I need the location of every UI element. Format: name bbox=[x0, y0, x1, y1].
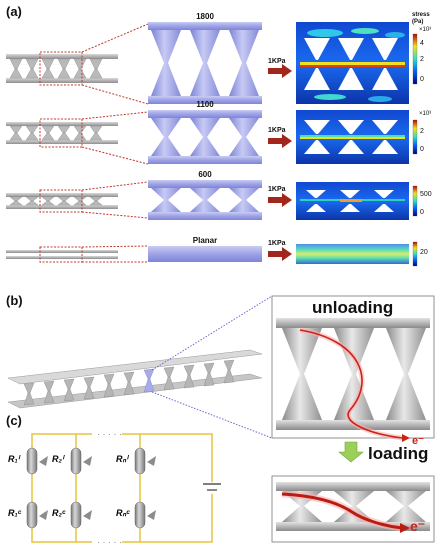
row1-stress-map bbox=[296, 22, 409, 104]
row3-geometry bbox=[148, 180, 262, 220]
panel-a-figure bbox=[6, 22, 418, 267]
unloaded-electron-label: e⁻ bbox=[412, 435, 424, 447]
resistor-label-nc: Rₙᶜ bbox=[116, 508, 130, 518]
row3-stress-map bbox=[296, 182, 409, 220]
loading-label: loading bbox=[368, 444, 429, 463]
row4-stress-map bbox=[296, 244, 409, 264]
resistor-label-2i: R₂ⁱ bbox=[52, 454, 64, 464]
row1-colorbar-exponent: ×10³ bbox=[419, 27, 432, 33]
row4-load-label: 1KPa bbox=[268, 240, 286, 247]
row3-tick-0: 500 bbox=[420, 191, 432, 198]
unloading-label: unloading bbox=[312, 298, 394, 317]
row3-colorbar bbox=[412, 185, 418, 217]
row1-thumbnail bbox=[6, 51, 118, 86]
resistor-pills bbox=[26, 447, 156, 529]
row2-colorbar-exponent: ×10³ bbox=[419, 111, 432, 117]
row1-caption: 1800 bbox=[196, 12, 214, 21]
loading-zoom bbox=[271, 475, 435, 543]
row2-geometry bbox=[148, 110, 262, 164]
row2-load-label: 1KPa bbox=[268, 127, 286, 134]
panel-label-a: (a) bbox=[6, 4, 22, 19]
row4-caption: Planar bbox=[192, 236, 218, 245]
row3-caption: 600 bbox=[198, 170, 212, 179]
row3-thumbnail bbox=[6, 189, 118, 213]
panel-label-b: (b) bbox=[6, 293, 23, 308]
row4-geometry bbox=[148, 246, 262, 262]
row1-tick-2: 0 bbox=[420, 76, 424, 83]
row4-colorbar bbox=[412, 241, 418, 267]
row1-tick-0: 4 bbox=[420, 40, 424, 47]
row3-tick-1: 0 bbox=[420, 209, 424, 216]
loaded-electron-label: e⁻ bbox=[410, 518, 426, 534]
row1-colorbar-unit: stress (Pa) bbox=[412, 12, 430, 25]
row2-tick-1: 0 bbox=[420, 146, 424, 153]
loading-arrow bbox=[338, 441, 364, 463]
row4-thumbnail bbox=[6, 246, 118, 263]
circuit bbox=[31, 433, 213, 543]
row3-load-label: 1KPa bbox=[268, 186, 286, 193]
row3-load-arrow bbox=[268, 193, 292, 207]
row4-tick-0: 20 bbox=[420, 249, 428, 256]
battery-icon bbox=[203, 482, 221, 494]
row1-load-label: 1KPa bbox=[268, 58, 286, 65]
row4-load-arrow bbox=[268, 247, 292, 261]
row2-colorbar bbox=[412, 119, 418, 155]
row2-tick-0: 2 bbox=[420, 128, 424, 135]
row1-colorbar bbox=[412, 33, 418, 85]
resistor-label-1c: R₁ᶜ bbox=[8, 508, 22, 518]
row1-load-arrow bbox=[268, 64, 292, 78]
row1-geometry bbox=[148, 22, 262, 104]
panel-b-c-figure: · · · · · · · · · · bbox=[7, 295, 435, 547]
resistor-label-2c: R₂ᶜ bbox=[52, 508, 66, 518]
row2-stress-map bbox=[296, 110, 409, 164]
resistor-label-1i: R₁ⁱ bbox=[8, 454, 20, 464]
row2-thumbnail bbox=[6, 118, 118, 148]
svg-text:· · · · ·: · · · · · bbox=[97, 429, 122, 439]
svg-text:· · · · ·: · · · · · bbox=[97, 537, 122, 547]
row2-caption: 1100 bbox=[196, 100, 214, 109]
unloading-zoom bbox=[271, 295, 435, 442]
panel-label-c: (c) bbox=[6, 413, 22, 428]
resistor-label-ni: Rₙⁱ bbox=[116, 454, 128, 464]
row1-tick-1: 2 bbox=[420, 56, 424, 63]
row2-load-arrow bbox=[268, 134, 292, 148]
panel-b-slab bbox=[7, 349, 263, 409]
